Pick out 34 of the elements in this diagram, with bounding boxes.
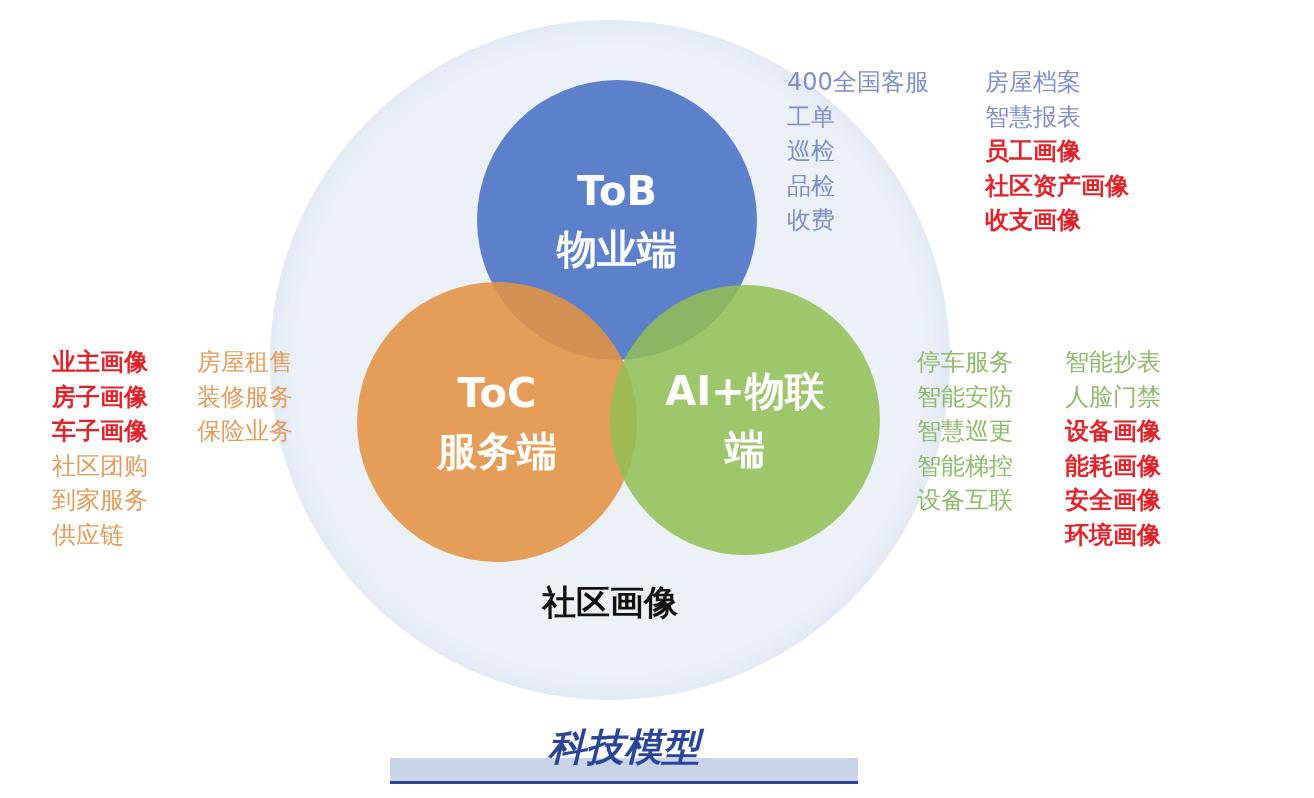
- service-label: 智能安防: [917, 382, 1013, 412]
- service-label: 智能梯控: [917, 451, 1013, 481]
- service-label: 巡检: [787, 137, 835, 166]
- service-label: 业主画像: [52, 348, 148, 377]
- service-label: 房屋档案: [985, 68, 1081, 97]
- service-label: 到家服务: [52, 486, 148, 515]
- service-label: 装修服务: [197, 382, 293, 412]
- service-label: 保险业务: [197, 417, 293, 446]
- service-label: 房子画像: [52, 382, 148, 412]
- service-label: 停车服务: [917, 348, 1013, 377]
- service-label: 员工画像: [985, 137, 1081, 166]
- service-label: 房屋租售: [197, 348, 293, 377]
- circle-label: AI+物联端: [664, 367, 826, 474]
- service-label: 智慧巡更: [917, 417, 1013, 446]
- service-label: 收支画像: [985, 206, 1081, 235]
- service-label: 设备互联: [917, 486, 1013, 515]
- circle-label: 社区画像: [540, 581, 679, 624]
- service-label: 社区资产画像: [985, 171, 1129, 201]
- service-label: 智能抄表: [1065, 348, 1161, 377]
- service-label: 车子画像: [52, 417, 148, 446]
- service-label: 供应链: [52, 520, 124, 550]
- service-label: 环境画像: [1065, 520, 1161, 550]
- service-label: 能耗画像: [1065, 451, 1161, 481]
- service-label: 收费: [787, 206, 835, 235]
- service-label: 智慧报表: [985, 102, 1081, 132]
- circle-label: ToB 物业端: [555, 167, 678, 274]
- service-label: 社区团购: [52, 451, 148, 481]
- service-label: 工单: [787, 102, 835, 132]
- service-label: 设备画像: [1065, 417, 1161, 446]
- service-label: 人脸门禁: [1065, 382, 1161, 412]
- service-label: 品检: [787, 171, 835, 201]
- service-label: 安全画像: [1065, 486, 1161, 515]
- service-label: 400全国客服: [787, 68, 929, 97]
- circle-label: ToC 服务端: [435, 369, 558, 476]
